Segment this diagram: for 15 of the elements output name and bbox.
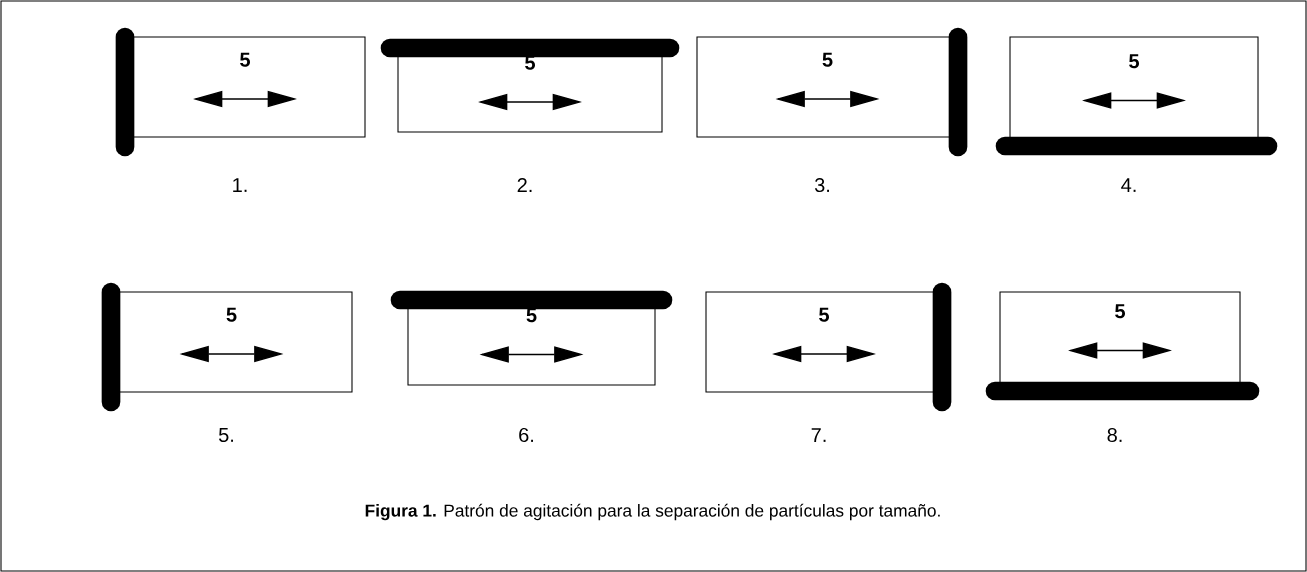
figure-number: 8. <box>1107 427 1122 443</box>
figure-number: 7. <box>811 428 826 442</box>
figure-number: 3. <box>814 177 829 193</box>
figure-number: 6. <box>519 427 533 443</box>
sieve-box: 5 <box>1009 36 1259 141</box>
figure-number: 2. <box>517 178 532 192</box>
sieve-box: 5 <box>999 291 1241 386</box>
figure-number: 5. <box>218 428 233 442</box>
figure-caption: Figura 1. Patrón de agitación para la separación de partículas por tamaño. <box>365 503 940 521</box>
sieve-box: 5 <box>110 291 353 393</box>
figure-number: 4. <box>1121 178 1136 192</box>
sieve-box: 5 <box>705 291 943 393</box>
sieve-box: 5 <box>124 36 366 138</box>
sieve-box: 5 <box>696 36 959 138</box>
figure-number: 1. <box>233 178 247 192</box>
